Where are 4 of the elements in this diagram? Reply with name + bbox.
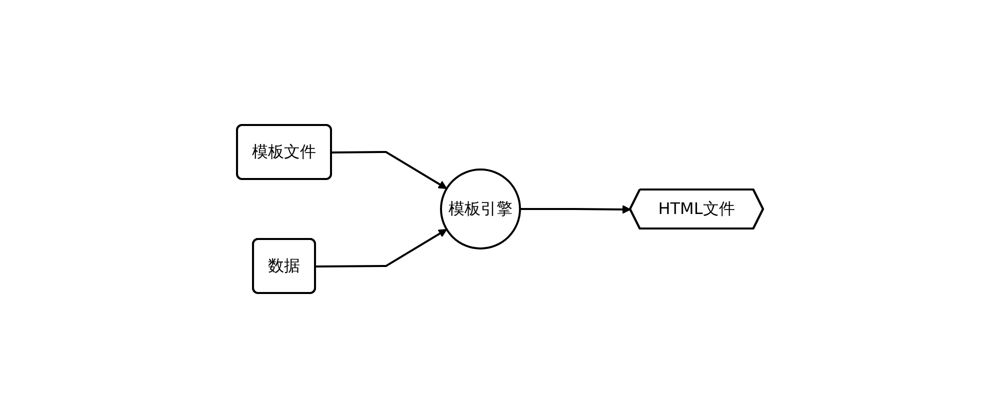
node-circle: 模板引擎 (440, 168, 521, 249)
arrow (520, 204, 631, 214)
arrow (331, 150, 448, 188)
arrow (315, 228, 448, 267)
